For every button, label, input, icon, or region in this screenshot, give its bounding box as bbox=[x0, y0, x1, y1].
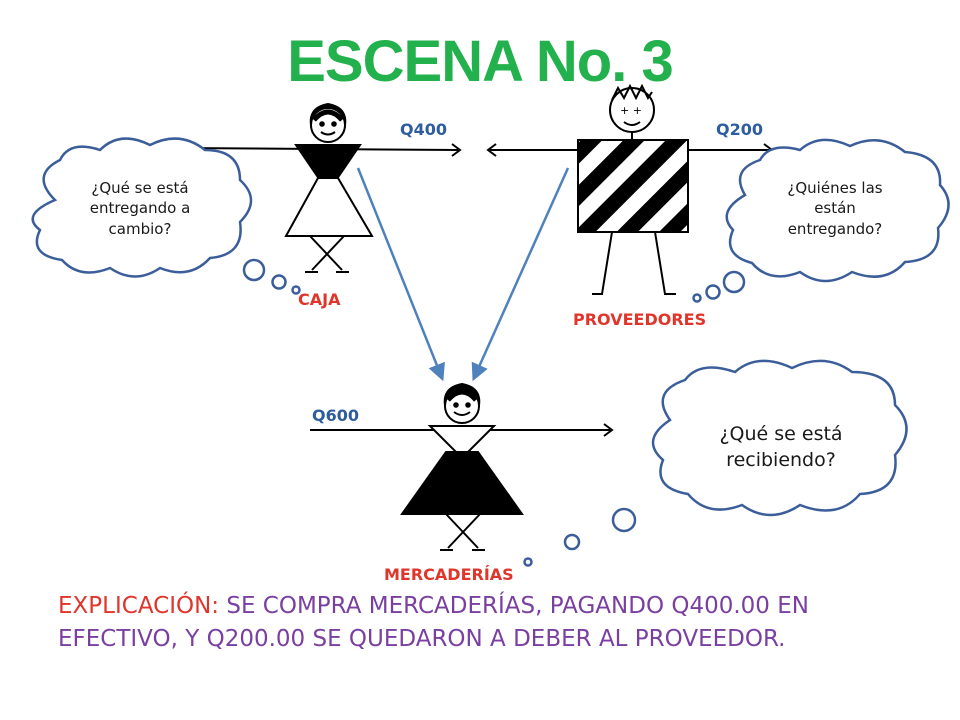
amount-caja: Q400 bbox=[400, 120, 447, 139]
arrow-proveedores-to-mercaderias bbox=[471, 167, 570, 382]
bubble-bottom-line: ¿Qué se está bbox=[719, 423, 843, 445]
mercaderias-skirt bbox=[400, 451, 524, 515]
bubble-bottom-line: recibiendo? bbox=[726, 448, 836, 471]
amount-mercaderias: Q600 bbox=[312, 406, 359, 425]
thought-cloud-left bbox=[31, 137, 301, 295]
proveedores-striped-body bbox=[577, 139, 689, 233]
role-caja: CAJA bbox=[298, 290, 341, 309]
proveedores-left-hand bbox=[486, 143, 497, 157]
caja-figure bbox=[171, 102, 462, 273]
proveedores-figure: + + bbox=[486, 83, 774, 295]
caja-right-hand bbox=[451, 143, 462, 157]
bubble-left-line: ¿Qué se está bbox=[91, 179, 189, 197]
bubble-right-text: ¿Quiénes las están entregando? bbox=[742, 178, 928, 239]
role-mercaderias: MERCADERÍAS bbox=[384, 565, 514, 584]
thought-cloud-bottom bbox=[523, 359, 908, 567]
page-title: ESCENA No. 3 bbox=[287, 29, 673, 94]
svg-text:+ +: + + bbox=[620, 104, 642, 117]
explanation: EXPLICACIÓN: SE COMPRA MERCADERÍAS, PAGA… bbox=[58, 590, 918, 657]
bubble-left-line: entregando a bbox=[89, 199, 191, 218]
caja-skirt bbox=[284, 177, 374, 237]
arrow-caja-to-mercaderias bbox=[356, 167, 445, 382]
role-proveedores: PROVEEDORES bbox=[573, 310, 707, 329]
mercaderias-top bbox=[427, 425, 497, 460]
bubble-right-line: entregando? bbox=[787, 219, 883, 238]
mercaderias-right-hand bbox=[603, 423, 614, 437]
bubble-bottom-text: ¿Qué se está recibiendo? bbox=[676, 422, 886, 473]
explanation-text: SE COMPRA MERCADERÍAS, PAGANDO Q400.00 E… bbox=[58, 593, 809, 653]
bubble-right-line: ¿Quiénes las bbox=[787, 179, 883, 197]
amount-proveedores: Q200 bbox=[716, 120, 763, 139]
mercaderias-figure bbox=[310, 382, 614, 551]
bubble-left-line: cambio? bbox=[108, 219, 172, 238]
caja-top bbox=[294, 144, 362, 194]
explanation-label: EXPLICACIÓN: bbox=[58, 593, 220, 619]
bubble-left-text: ¿Qué se está entregando a cambio? bbox=[48, 178, 232, 239]
bubble-right-line: están bbox=[814, 199, 856, 218]
thought-cloud-right bbox=[692, 138, 950, 303]
